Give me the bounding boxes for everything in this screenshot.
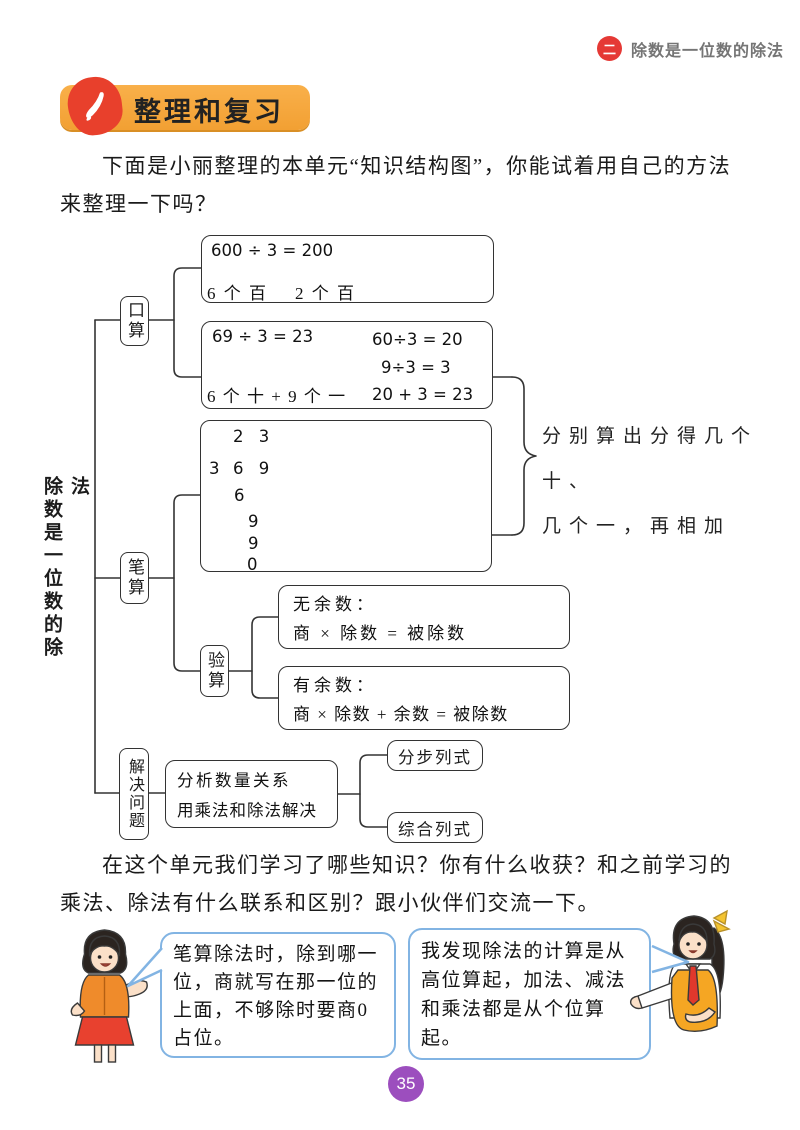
- section-title: 整理和复习: [134, 97, 284, 127]
- solve-method-line2: 用乘法和除法解决: [177, 801, 317, 820]
- note-split-tens-ones: 6 个 十 + 9 个 一: [207, 387, 347, 406]
- knowledge-diagram: 除数是一位数的除法 口算 笔算 验算 解决问题 600 ÷ 3 = 200 6 …: [0, 228, 800, 848]
- division-down1: 9: [248, 512, 259, 531]
- speech-tail-left: [126, 947, 163, 988]
- step-60-div-3: 60÷3 = 20: [372, 330, 463, 349]
- long-division-box: [200, 420, 492, 572]
- step-9-div-3: 9÷3 = 3: [381, 358, 451, 377]
- brace-annotation-line1: 分别算出分得几个十、: [542, 426, 759, 492]
- equation-600: 600 ÷ 3 = 200: [211, 241, 334, 260]
- page-number-badge: 35: [388, 1066, 424, 1102]
- no-remainder-label: 无余数：: [293, 595, 377, 614]
- with-remainder-box: 有余数： 商 × 除数 + 余数 = 被除数: [278, 666, 570, 730]
- brace-annotation: 分别算出分得几个十、 几个一，再相加: [542, 414, 792, 549]
- outro-paragraph: 在这个单元我们学习了哪些知识？你有什么收获？和之前学习的乘法、除法有什么联系和区…: [60, 853, 732, 915]
- node-written-calc: 笔算: [120, 552, 149, 604]
- node-oral-calc: 口算: [120, 296, 149, 346]
- banner-red-badge: [65, 74, 125, 138]
- oral-box-600: 600 ÷ 3 = 200 6 个 百 2 个 百: [201, 235, 494, 303]
- pen-icon: [86, 92, 104, 121]
- step-20-plus-3: 20 + 3 = 23: [372, 385, 474, 404]
- chapter-number-badge: 二: [597, 36, 622, 61]
- division-dividend: 6 9: [233, 459, 275, 478]
- with-remainder-label: 有余数：: [293, 676, 377, 695]
- diagram-root-label: 除数是一位数的除法: [41, 476, 89, 660]
- division-divisor: 3: [209, 459, 220, 478]
- division-sub1: 6: [234, 486, 245, 505]
- speech-bubble-left: 笔算除法时，除到哪一位，商就写在那一位的上面，不够除时要商0占位。: [160, 932, 396, 1058]
- no-remainder-box: 无余数： 商 × 除数 = 被除数: [278, 585, 570, 649]
- note-2-hundreds: 2 个 百: [295, 284, 356, 303]
- intro-paragraph: 下面是小丽整理的本单元“知识结构图”，你能试着用自己的方法来整理一下吗？: [60, 154, 732, 216]
- leaf-step-by-step: 分步列式: [387, 740, 483, 771]
- solve-method-box: 分析数量关系 用乘法和除法解决: [165, 760, 338, 828]
- note-6-hundreds: 6 个 百: [207, 284, 268, 303]
- solve-method-line1: 分析数量关系: [177, 771, 291, 790]
- division-sub2: 9: [248, 534, 259, 553]
- leaf-combined: 综合列式: [387, 812, 483, 843]
- chapter-title: 除数是一位数的除法: [631, 42, 785, 60]
- no-remainder-formula: 商 × 除数 = 被除数: [293, 624, 468, 643]
- equation-69: 69 ÷ 3 = 23: [212, 327, 314, 346]
- division-quotient: 2 3: [233, 427, 275, 446]
- division-remainder: 0: [247, 555, 258, 574]
- with-remainder-formula: 商 × 除数 + 余数 = 被除数: [293, 705, 509, 724]
- node-check: 验算: [200, 645, 229, 697]
- speech-tail-right: [651, 944, 690, 974]
- oral-box-69: 69 ÷ 3 = 23 6 个 十 + 9 个 一 60÷3 = 20 9÷3 …: [201, 321, 493, 409]
- girl-right-illustration: [629, 909, 731, 1033]
- brace-annotation-line2: 几个一，再相加: [542, 516, 732, 537]
- chapter-header: 二 除数是一位数的除法: [597, 36, 784, 61]
- node-solve-problem: 解决问题: [119, 748, 149, 840]
- speech-bubble-right: 我发现除法的计算是从高位算起，加法、减法和乘法都是从个位算起。: [408, 928, 651, 1060]
